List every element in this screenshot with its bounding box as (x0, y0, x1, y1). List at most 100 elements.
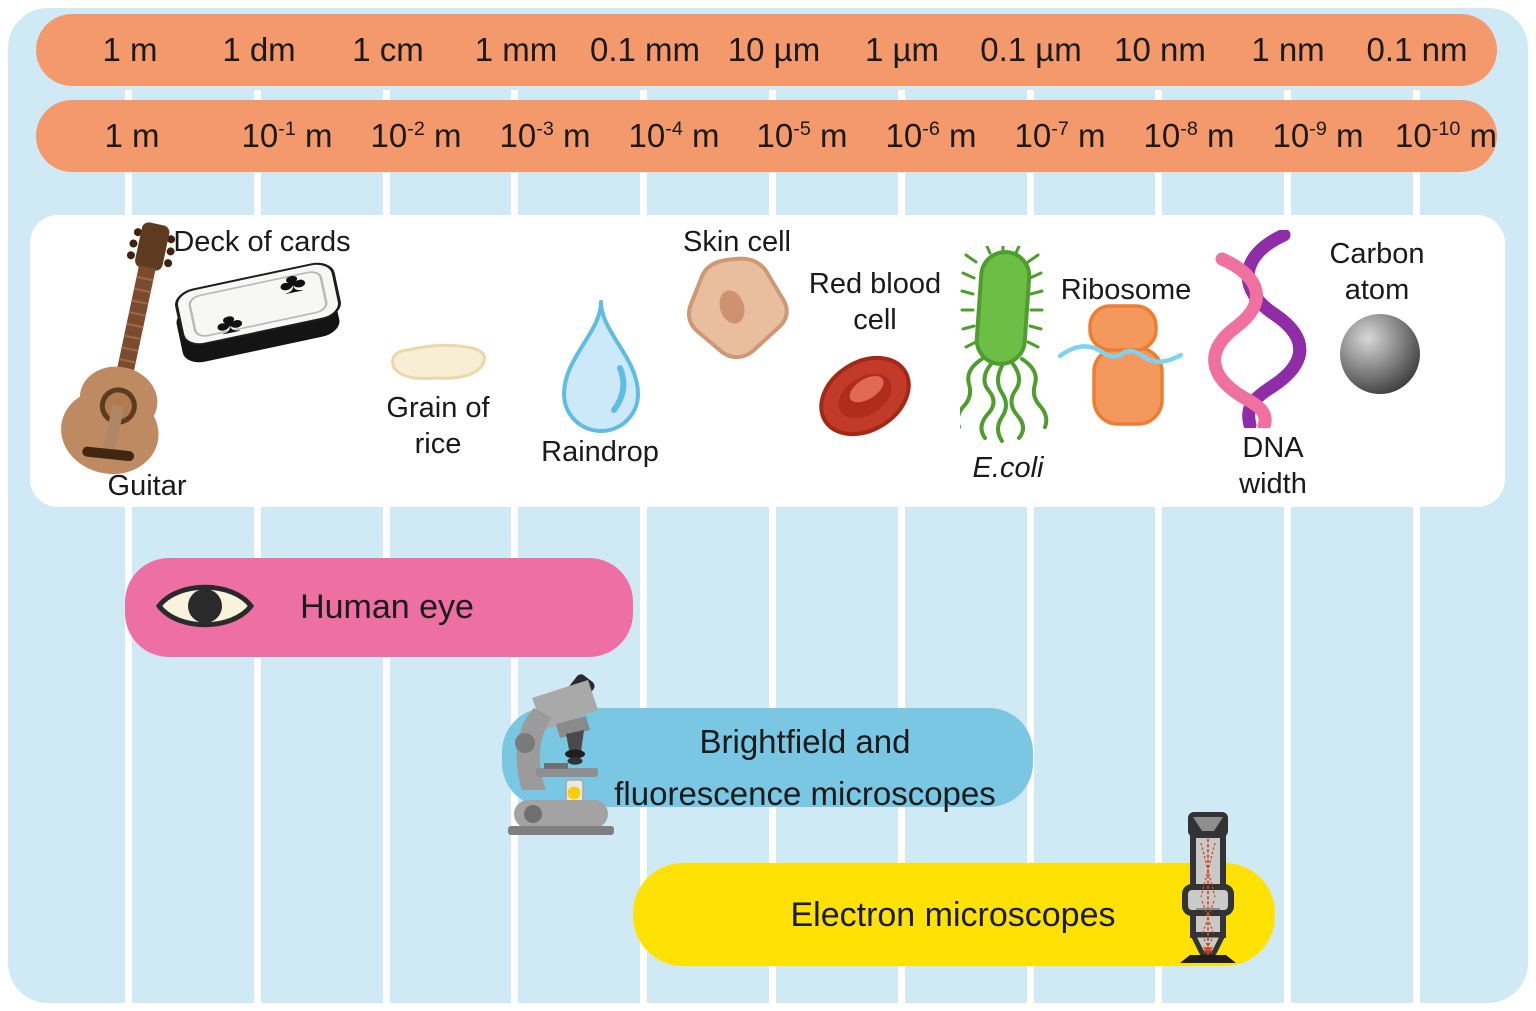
red-blood-cell-label-line2: cell (853, 304, 897, 336)
grain-of-rice-icon (391, 343, 487, 380)
power-base: 10 (499, 117, 537, 154)
electron-microscope-icon (1180, 812, 1236, 963)
grid-line (898, 90, 905, 1003)
skin-cell-icon (687, 256, 789, 360)
raindrop-label: Raindrop (541, 436, 659, 468)
power-base: 10 (885, 117, 923, 154)
ribosome-label: Ribosome (1060, 274, 1192, 306)
dna-label-line1: DNA (1242, 432, 1304, 464)
power-exponent: -4 (665, 118, 683, 140)
red-blood-cell-label-line1: Red blood (808, 268, 942, 300)
power-exponent: -6 (922, 118, 940, 140)
ruler-power-label: 10-8 m (1144, 117, 1235, 155)
power-base: 10 (1014, 117, 1052, 154)
grid-line (1284, 90, 1291, 1003)
grain-of-rice-label-line2: rice (414, 428, 462, 460)
power-base: 10 (1395, 117, 1432, 154)
ruler-power-label: 10-5 m (757, 117, 848, 155)
ruler-units-bar: 1 m 1 dm 1 cm 1 mm 0.1 mm 10 µm 1 µm 0.1… (36, 14, 1497, 86)
club-glyph: ♣ (276, 265, 309, 301)
red-blood-cell-icon (819, 355, 911, 437)
ribosome-icon (1058, 304, 1183, 426)
power-base: 10 (628, 117, 666, 154)
ruler-unit-label: 1 dm (222, 31, 296, 68)
grid-line (769, 90, 776, 1003)
red-blood-cell-label: Red blood cell (809, 266, 941, 338)
power-base: 10 (241, 117, 279, 154)
ruler-power-label: 10-10 m (1395, 117, 1497, 155)
ruler-power-label: 10-1 m (242, 117, 333, 155)
ruler-unit-label: 10 nm (1114, 31, 1206, 68)
power-base: 10 (370, 117, 408, 154)
ruler-power-label: 10-6 m (886, 117, 977, 155)
light-microscopes-range-bar (502, 708, 1033, 807)
power-exponent: -8 (1180, 118, 1198, 140)
electron-microscopes-range-bar (633, 863, 1275, 966)
power-unit: m (122, 117, 160, 154)
power-exponent: -9 (1309, 118, 1327, 140)
grid-line (125, 90, 132, 1003)
carbon-atom-label: Carbon atom (1329, 236, 1424, 308)
grid-line (640, 90, 647, 1003)
grid-line (383, 90, 390, 1003)
power-unit: m (682, 117, 720, 154)
ruler-unit-label: 1 µm (864, 31, 940, 68)
ruler-power-label: 10-7 m (1015, 117, 1106, 155)
objects-panel (30, 215, 1505, 507)
carbon-atom-label-line1: Carbon (1329, 238, 1425, 270)
power-exponent: -7 (1051, 118, 1069, 140)
guitar-label: Guitar (107, 470, 187, 502)
raindrop-icon (562, 300, 640, 433)
grid-line (1413, 90, 1420, 1003)
power-base: 1 (104, 117, 123, 154)
deck-of-cards-label: Deck of cards (173, 226, 351, 258)
grain-of-rice-label: Grain of rice (386, 390, 489, 462)
grid-line (1155, 90, 1162, 1003)
power-unit: m (553, 117, 591, 154)
ruler-unit-label: 1 cm (352, 31, 424, 68)
dna-label: DNA width (1239, 430, 1307, 502)
ruler-power-label: 10-4 m (629, 117, 720, 155)
electron-microscopes-range-label: Electron microscopes (790, 896, 1116, 934)
ruler-power-label: 10-2 m (371, 117, 462, 155)
grid-line (511, 90, 518, 1003)
deck-of-cards-icon: ♣ ♣ (175, 262, 341, 363)
ruler-power-label: 1 m (104, 117, 159, 155)
grain-of-rice-label-line1: Grain of (386, 392, 490, 424)
eye-icon (156, 584, 254, 628)
power-base: 10 (1272, 117, 1310, 154)
power-unit: m (295, 117, 333, 154)
ruler-unit-label: 0.1 nm (1366, 31, 1468, 68)
power-exponent: -3 (536, 118, 554, 140)
guitar-icon (61, 222, 176, 475)
grid-line (254, 90, 261, 1003)
dna-icon (1208, 230, 1307, 428)
power-unit: m (1460, 117, 1497, 154)
power-exponent: -5 (793, 118, 811, 140)
ruler-unit-label: 0.1 µm (980, 31, 1082, 68)
skin-cell-label: Skin cell (683, 226, 791, 258)
light-microscope-icon (508, 674, 614, 835)
power-unit: m (1068, 117, 1106, 154)
ruler-power-label: 10-9 m (1273, 117, 1364, 155)
power-unit: m (1326, 117, 1364, 154)
carbon-atom-label-line2: atom (1344, 274, 1410, 306)
ruler-power-label: 10-3 m (500, 117, 591, 155)
ruler-powers-bar: 1 m 10-1 m 10-2 m 10-3 m 10-4 m 10-5 m 1… (36, 100, 1497, 172)
power-exponent: -10 (1431, 118, 1461, 140)
grid-line (1027, 90, 1034, 1003)
power-unit: m (424, 117, 462, 154)
power-exponent: -1 (278, 118, 296, 140)
ruler-unit-label: 10 µm (727, 31, 821, 68)
ruler-unit-label: 0.1 mm (589, 31, 701, 68)
club-glyph: ♣ (213, 305, 246, 341)
carbon-atom-icon (1340, 314, 1420, 394)
dna-label-line2: width (1239, 468, 1307, 500)
power-unit: m (1197, 117, 1235, 154)
ecoli-icon (960, 246, 1049, 443)
light-microscopes-label-line2: fluorescence microscopes (614, 775, 996, 812)
light-microscopes-range-label: Brightfield and fluorescence microscopes (614, 716, 996, 820)
ruler-unit-label: 1 nm (1251, 31, 1325, 68)
ruler-unit-label: 1 mm (474, 31, 558, 68)
